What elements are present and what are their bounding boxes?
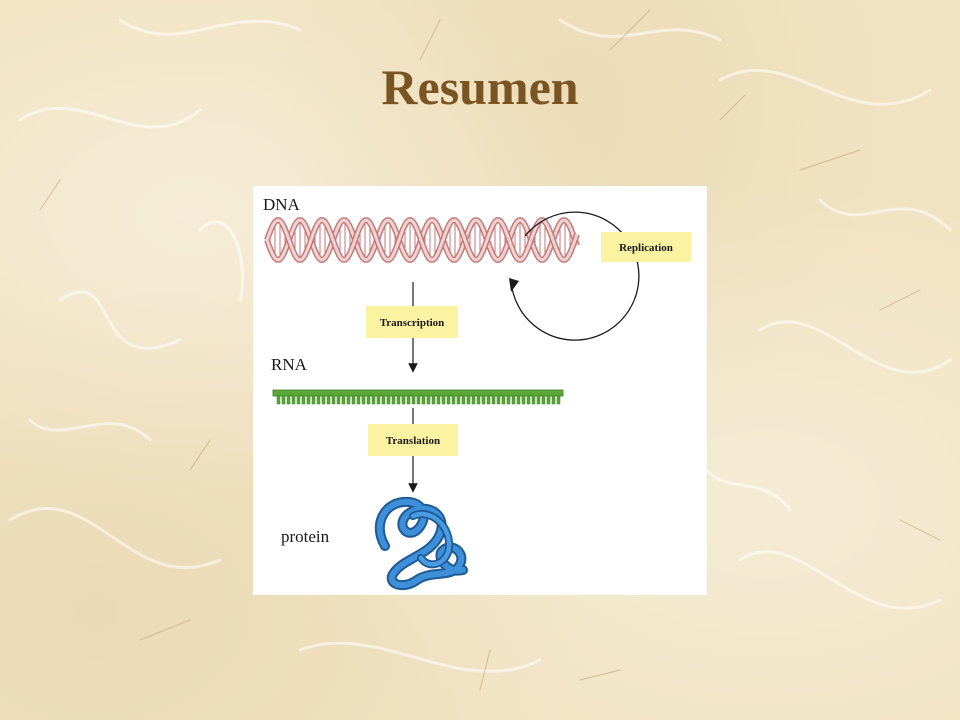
- rna-base: [431, 395, 436, 405]
- rna-base: [381, 395, 386, 405]
- rna-base: [356, 395, 361, 405]
- rna-base: [276, 395, 281, 405]
- rna-base: [456, 395, 461, 405]
- rna-base: [541, 395, 546, 405]
- rna-base: [461, 395, 466, 405]
- rna-base: [501, 395, 506, 405]
- rna-base: [361, 395, 366, 405]
- rna-base: [376, 395, 381, 405]
- rna-base: [526, 395, 531, 405]
- translation-box: [368, 424, 458, 456]
- rna-base: [451, 395, 456, 405]
- rna-base: [416, 395, 421, 405]
- replication-label: Replication: [619, 242, 673, 254]
- rna-base: [516, 395, 521, 405]
- rna-base: [316, 395, 321, 405]
- rna-label: RNA: [271, 355, 308, 374]
- rna-base: [476, 395, 481, 405]
- rna-strand: [272, 389, 564, 405]
- rna-base: [391, 395, 396, 405]
- rna-base: [366, 395, 371, 405]
- rna-base: [521, 395, 526, 405]
- replication-arrowhead: [509, 278, 519, 292]
- transcription-label: Transcription: [380, 317, 445, 329]
- replication-loop-arrow: [510, 211, 640, 341]
- protein-label: protein: [281, 527, 330, 546]
- rna-base: [556, 395, 561, 405]
- rna-base: [371, 395, 376, 405]
- rna-base: [441, 395, 446, 405]
- transcription-box: [366, 306, 458, 338]
- rna-base: [286, 395, 291, 405]
- rna-base: [411, 395, 416, 405]
- rna-base: [531, 395, 536, 405]
- rna-base: [396, 395, 401, 405]
- rna-base: [546, 395, 551, 405]
- protein-structure: [374, 496, 468, 591]
- rna-base: [506, 395, 511, 405]
- rna-base: [511, 395, 516, 405]
- translation-label: Translation: [386, 435, 440, 447]
- rna-base: [471, 395, 476, 405]
- dna-strand-bottom-highlight: [265, 218, 579, 262]
- rna-base: [311, 395, 316, 405]
- rna-base: [426, 395, 431, 405]
- rna-base: [346, 395, 351, 405]
- rna-base: [496, 395, 501, 405]
- rna-base: [486, 395, 491, 405]
- rna-base: [386, 395, 391, 405]
- replication-box: [601, 232, 691, 262]
- rna-base: [341, 395, 346, 405]
- rna-base: [331, 395, 336, 405]
- rna-base: [551, 395, 556, 405]
- rna-base: [351, 395, 356, 405]
- rna-base: [421, 395, 426, 405]
- rna-base: [301, 395, 306, 405]
- rna-base: [466, 395, 471, 405]
- rna-base: [326, 395, 331, 405]
- rna-base: [291, 395, 296, 405]
- rna-base: [536, 395, 541, 405]
- rna-base: [491, 395, 496, 405]
- rna-base: [406, 395, 411, 405]
- dna-label: DNA: [263, 195, 301, 214]
- rna-base: [336, 395, 341, 405]
- central-dogma-diagram: DNA Replication Transcription RNA Transl…: [263, 195, 691, 591]
- rna-base: [306, 395, 311, 405]
- rna-base: [321, 395, 326, 405]
- rna-base: [281, 395, 286, 405]
- rna-base: [401, 395, 406, 405]
- rna-base: [436, 395, 441, 405]
- rna-base: [296, 395, 301, 405]
- rna-base: [481, 395, 486, 405]
- central-dogma-figure: DNA Replication Transcription RNA Transl…: [253, 186, 707, 595]
- dna-helix: [264, 217, 580, 263]
- rna-base: [446, 395, 451, 405]
- slide-title: Resumen: [381, 59, 579, 115]
